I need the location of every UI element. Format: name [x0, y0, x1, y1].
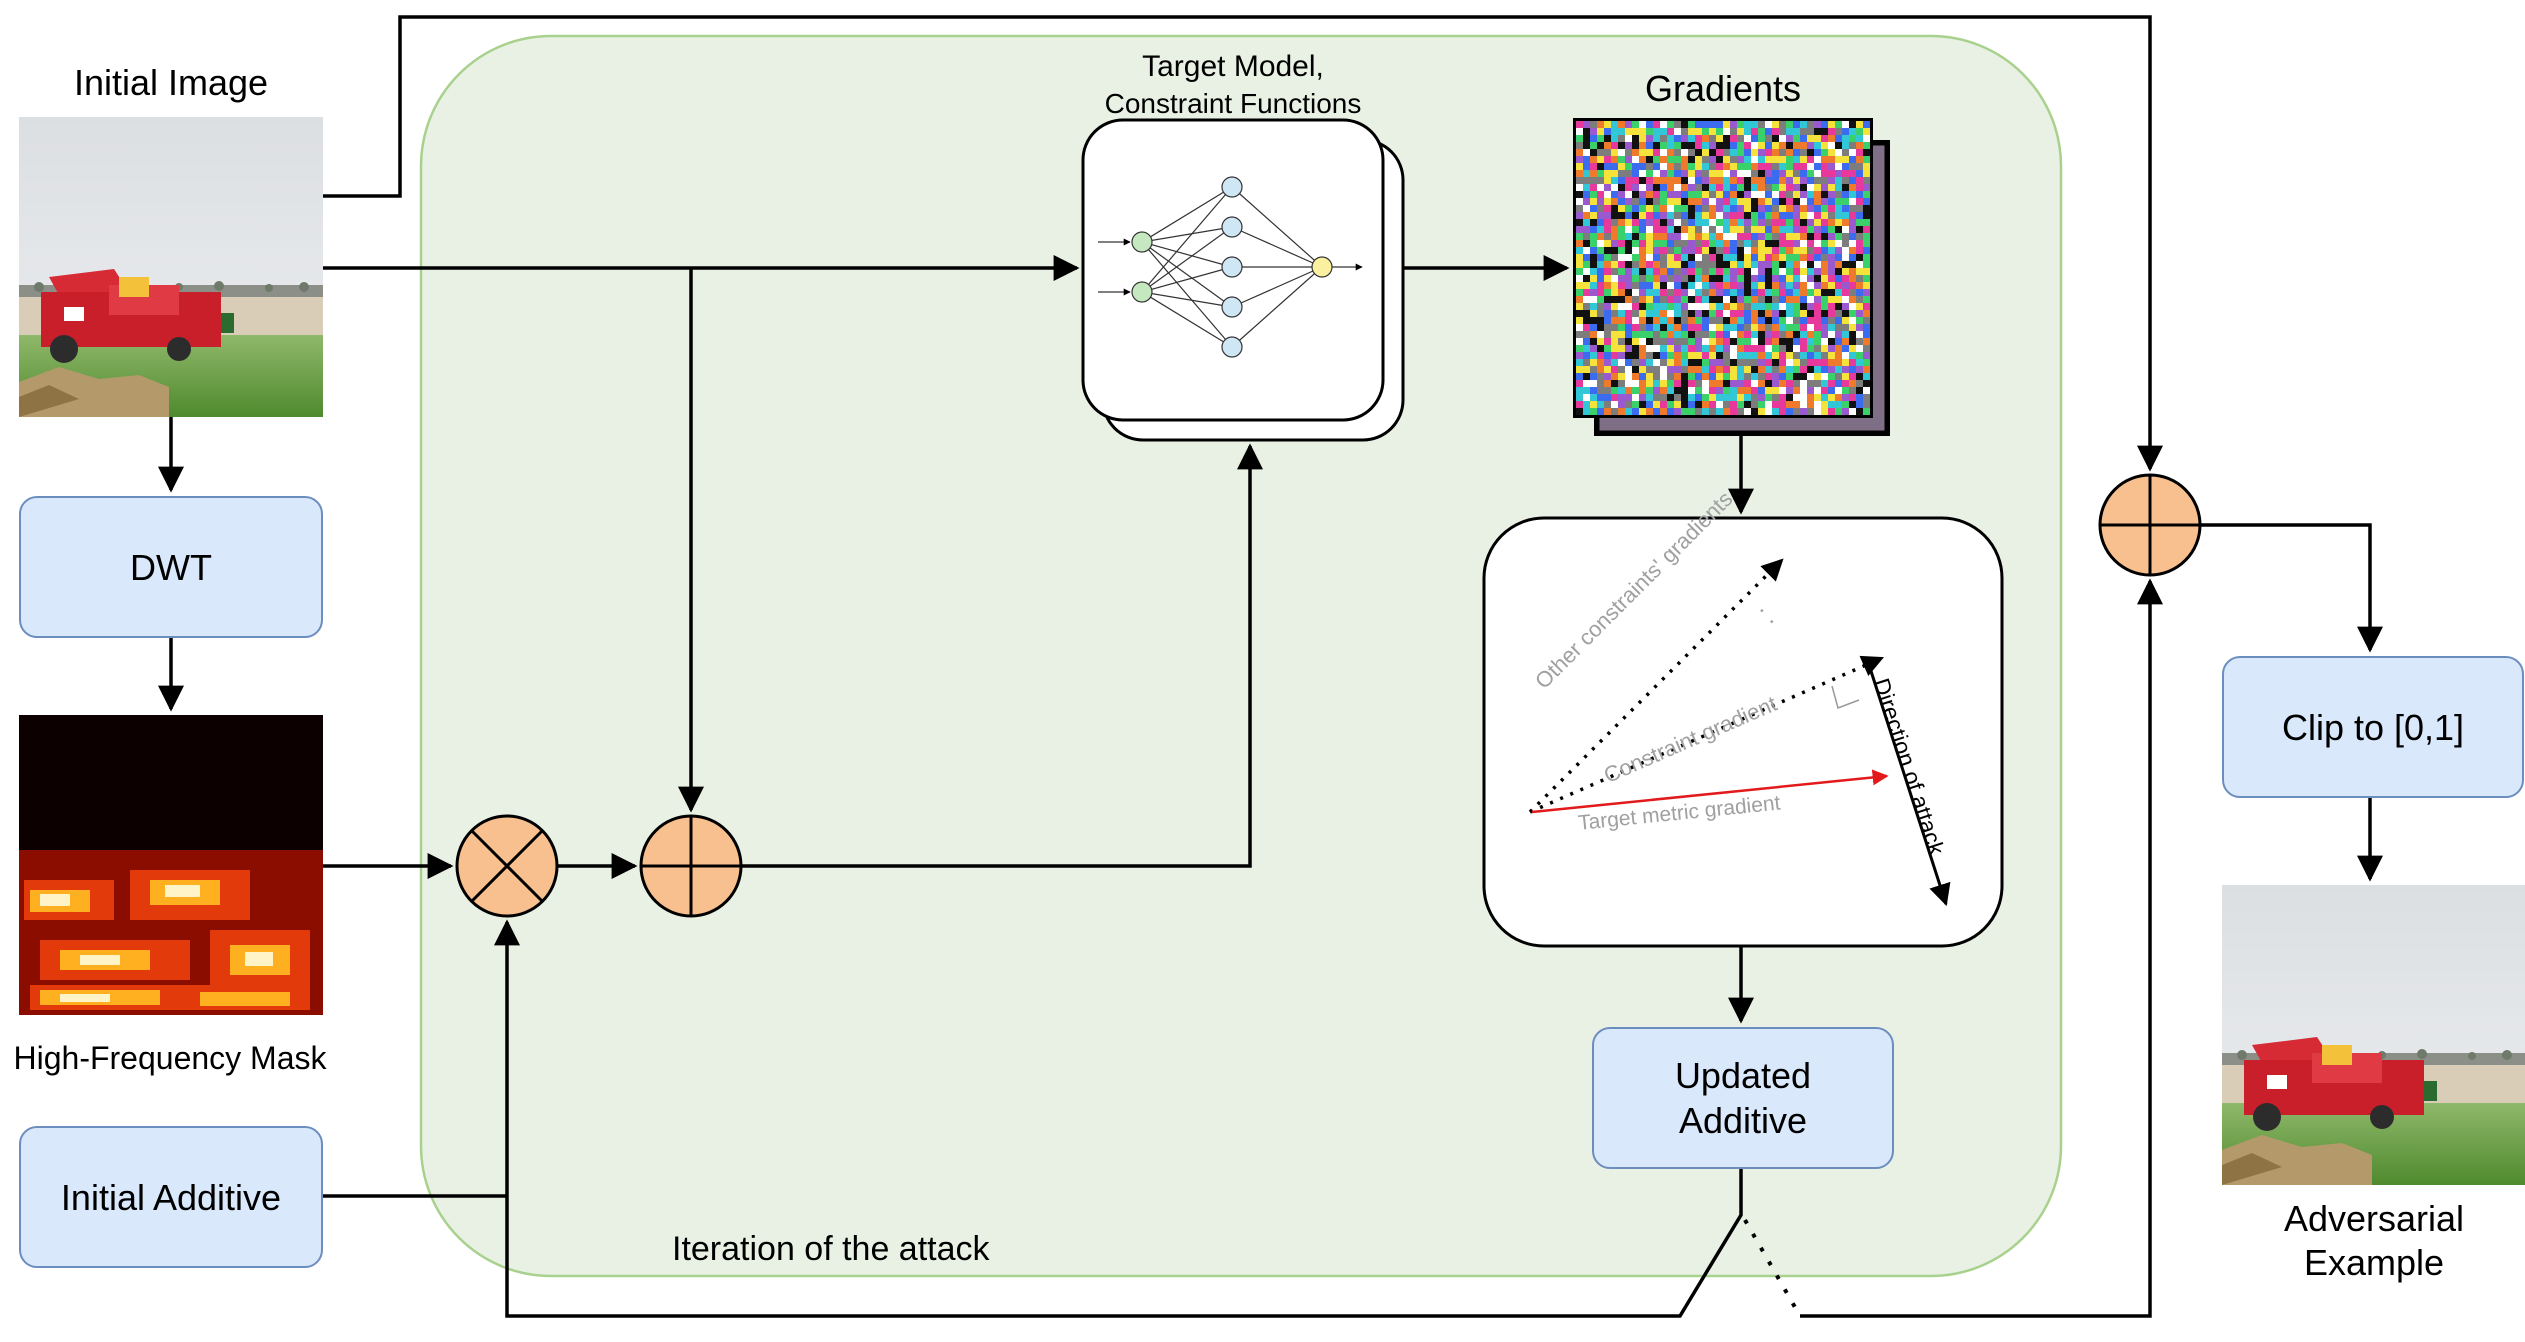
target-metric-gradient-vector — [1531, 769, 1889, 814]
clip-label: Clip to [0,1] — [2281, 706, 2465, 748]
dwt-label: DWT — [130, 546, 212, 588]
neural-network-icon — [1098, 176, 1363, 358]
direction-of-attack-vector — [1868, 667, 1951, 907]
switch-dotted-line — [1743, 1219, 1802, 1317]
add-to-model-arrow — [741, 443, 1263, 868]
updated-additive-box: Updated Additive — [1592, 1027, 1894, 1169]
iteration-label: Iteration of the attack — [672, 1230, 990, 1268]
add-to-clip-arrow — [2200, 523, 2383, 653]
adversarial-image — [2222, 885, 2525, 1185]
gradient-projection-panel — [1482, 516, 2004, 948]
adversarial-label-line1: Adversarial — [2283, 1198, 2465, 1239]
adversarial-label-line2: Example — [2303, 1242, 2445, 1283]
high-frequency-mask-label: High-Frequency Mask — [13, 1040, 327, 1076]
target-model-box — [1081, 118, 1405, 442]
updated-additive-label-line1: Updated — [1674, 1055, 1812, 1096]
updated-additive-label-line2: Additive — [1678, 1100, 1808, 1141]
gradients-image — [1573, 118, 1890, 436]
high-frequency-mask-image — [19, 715, 323, 1015]
gradients-label: Gradients — [1644, 68, 1802, 109]
output-loop-arrow — [1800, 578, 2163, 1318]
initial-image-label: Initial Image — [73, 62, 269, 103]
target-model-label-line1: Target Model, — [1142, 50, 1324, 83]
skip-connection-arrow — [323, 15, 2163, 472]
other-constraints-vector — [1528, 558, 1784, 814]
gradients-noise — [1576, 121, 1870, 415]
feedback-loop-arrow — [494, 919, 1743, 1318]
multiply-operator — [455, 814, 559, 918]
initial-additive-box: Initial Additive — [19, 1126, 323, 1268]
connectors — [158, 15, 2383, 1318]
clip-box: Clip to [0,1] — [2222, 656, 2524, 798]
right-angle-mark — [1831, 685, 1860, 709]
add-operator-inner — [639, 814, 743, 918]
initial-additive-label: Initial Additive — [60, 1176, 282, 1218]
add-operator-outer — [2098, 473, 2202, 577]
dwt-box: DWT — [19, 496, 323, 638]
target-model-label-line2: Constraint Functions — [1104, 88, 1362, 119]
constraint-gradient-vector — [1529, 655, 1885, 814]
initial-image — [19, 117, 323, 417]
